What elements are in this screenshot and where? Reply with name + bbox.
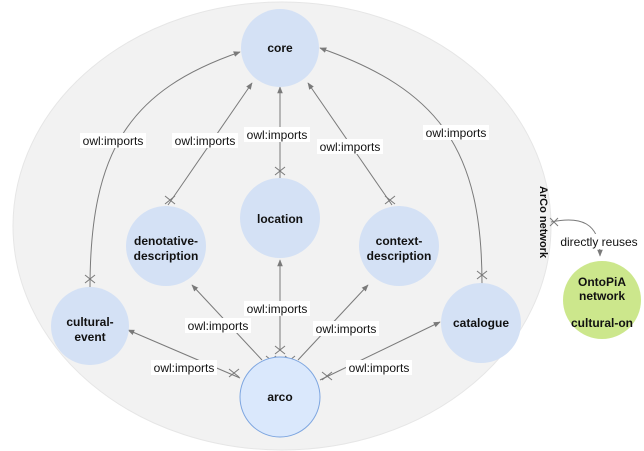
edge-label-arco-location: owl:imports bbox=[244, 301, 310, 316]
node-arco[interactable]: arco bbox=[239, 356, 321, 438]
edge-label-arco-cultural-event: owl:imports bbox=[151, 360, 217, 375]
svg-text:context-: context- bbox=[376, 234, 423, 248]
edge-end-mark bbox=[164, 195, 176, 205]
node-denotative-description[interactable]: denotative- description bbox=[126, 206, 206, 286]
svg-text:owl:imports: owl:imports bbox=[175, 134, 236, 148]
edge-end-mark bbox=[476, 270, 488, 280]
svg-text:owl:imports: owl:imports bbox=[316, 322, 377, 336]
edge-end-mark bbox=[549, 217, 559, 227]
edge-label-catalogue-core: owl:imports bbox=[423, 125, 489, 140]
node-context-description[interactable]: context- description bbox=[359, 206, 439, 286]
svg-text:description: description bbox=[367, 249, 432, 263]
node-cultural-event[interactable]: cultural- event bbox=[51, 287, 129, 365]
svg-text:description: description bbox=[134, 249, 199, 263]
edge-end-mark bbox=[274, 345, 286, 355]
svg-text:core: core bbox=[267, 41, 293, 55]
edge-arco-cultural-event bbox=[127, 329, 241, 379]
svg-text:owl:imports: owl:imports bbox=[247, 128, 308, 142]
svg-text:denotative-: denotative- bbox=[134, 234, 198, 248]
svg-text:owl:imports: owl:imports bbox=[320, 140, 381, 154]
node-core[interactable]: core bbox=[241, 9, 319, 87]
svg-text:owl:imports: owl:imports bbox=[247, 302, 308, 316]
svg-text:owl:imports: owl:imports bbox=[83, 134, 144, 148]
node-ontopia-network[interactable]: OntoPiA network cultural-on bbox=[563, 261, 641, 339]
edge-label-arco-context: owl:imports bbox=[313, 321, 379, 336]
edge-end-mark bbox=[274, 166, 286, 176]
arco-network-label: ArCo network bbox=[537, 186, 549, 259]
edge-label-denotative-core: owl:imports bbox=[172, 133, 238, 148]
node-catalogue[interactable]: catalogue bbox=[441, 283, 521, 363]
svg-text:arco: arco bbox=[267, 390, 292, 404]
edge-label-arco-catalogue: owl:imports bbox=[346, 360, 412, 375]
edge-label-cultural-event-core: owl:imports bbox=[80, 133, 146, 148]
svg-text:OntoPiA: OntoPiA bbox=[578, 275, 626, 289]
svg-text:location: location bbox=[257, 212, 303, 226]
edge-label-location-core: owl:imports bbox=[244, 127, 310, 142]
svg-text:owl:imports: owl:imports bbox=[188, 319, 249, 333]
edge-end-mark bbox=[384, 195, 396, 205]
edge-arco-catalogue bbox=[319, 321, 441, 381]
edge-label-arco-denotative: owl:imports bbox=[185, 318, 251, 333]
edge-end-mark bbox=[84, 274, 96, 284]
svg-text:owl:imports: owl:imports bbox=[154, 361, 215, 375]
svg-text:cultural-: cultural- bbox=[66, 315, 113, 329]
svg-text:cultural-on: cultural-on bbox=[571, 316, 633, 330]
svg-text:network: network bbox=[579, 289, 625, 303]
svg-text:owl:imports: owl:imports bbox=[426, 126, 487, 140]
node-location[interactable]: location bbox=[240, 178, 320, 258]
edge-end-mark bbox=[321, 371, 333, 381]
svg-text:event: event bbox=[74, 330, 105, 344]
edge-end-mark bbox=[228, 368, 240, 378]
edge-cultural-event-core bbox=[89, 51, 241, 289]
edge-label-directly-reuses: directly reuses bbox=[558, 234, 640, 249]
edge-label-context-core: owl:imports bbox=[317, 139, 383, 154]
svg-text:catalogue: catalogue bbox=[453, 316, 509, 330]
svg-text:directly reuses: directly reuses bbox=[560, 235, 637, 249]
svg-text:owl:imports: owl:imports bbox=[349, 361, 410, 375]
